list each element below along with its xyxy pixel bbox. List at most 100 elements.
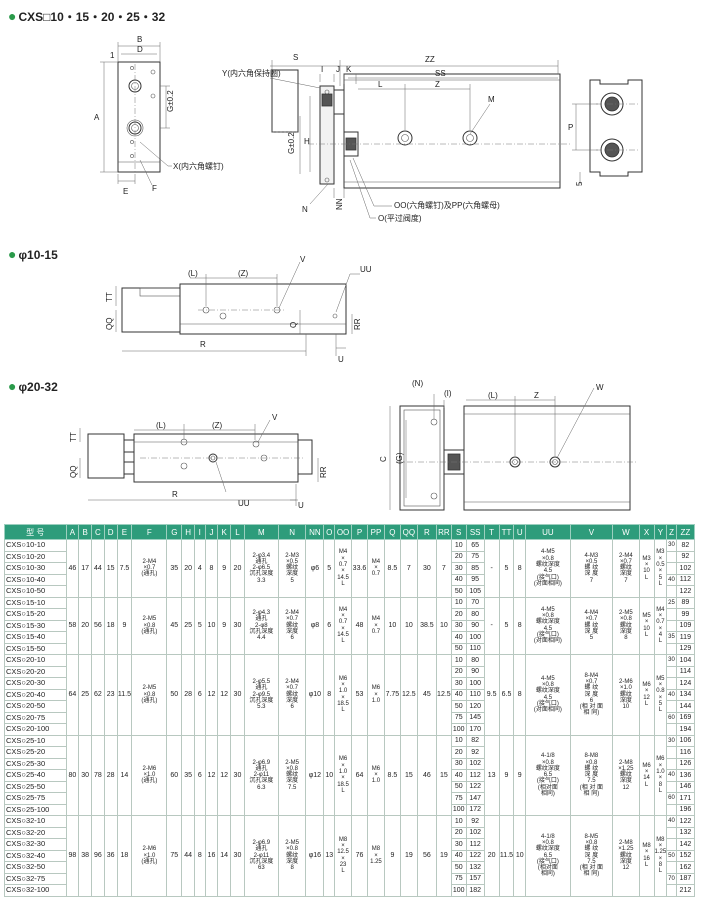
table-cell: 122 xyxy=(675,585,696,598)
table-cell: 11.5 xyxy=(498,815,515,897)
table-cell: 82 xyxy=(675,539,696,552)
table-cell: 6 xyxy=(323,596,336,655)
table-cell: 48 xyxy=(351,596,368,655)
table-cell xyxy=(666,884,677,897)
table-cell: 9.5 xyxy=(483,654,500,736)
table-cell: 10 xyxy=(383,596,401,655)
table-cell xyxy=(666,562,677,575)
table-cell: 30 xyxy=(230,596,245,655)
table-cell: 2-M8 ×1.25 螺纹 深度 12 xyxy=(612,815,640,897)
table-cell: 10 xyxy=(399,596,418,655)
column-header: C xyxy=(91,524,105,540)
dim-label-zz: ZZ xyxy=(425,55,435,64)
dim-label-5: 5 xyxy=(575,181,584,186)
table-cell: 50 xyxy=(450,780,467,793)
table-cell: 56 xyxy=(91,596,105,655)
table-cell: 4-M5 ×0.8 螺纹深度 4.5 (接气口) (对面相同) xyxy=(525,596,571,655)
table-cell: - xyxy=(483,596,500,655)
column-header: SS xyxy=(465,524,485,540)
table-cell: CXS○25-40 xyxy=(4,769,67,782)
dim-label-z: (Z) xyxy=(238,269,249,278)
table-cell: 4-M4 ×0.7 螺 纹 深 度 5 xyxy=(569,596,614,655)
table-cell: 2-M4 ×0.7 螺纹 深度 6 xyxy=(277,596,307,655)
table-cell: M4 × 0.7 × 14.5 L xyxy=(334,596,353,655)
table-cell: 10 xyxy=(204,596,219,655)
dim-label-qq: QQ xyxy=(69,466,78,478)
dim-label-qq: QQ xyxy=(105,318,114,330)
table-cell: 8-M5 ×0.8 螺 纹 深 度 7.5 (相 对 面 相 同) xyxy=(569,815,614,897)
table-cell: 106 xyxy=(675,734,696,747)
table-cell: 134 xyxy=(675,688,696,701)
table-cell: 100 xyxy=(450,803,467,816)
table-cell: 30 xyxy=(450,562,467,575)
table-cell: 64 xyxy=(65,654,80,736)
callout-o: O(平过阀度) xyxy=(378,213,422,223)
callout-oo-pp: OO(六角螺钉)及PP(六角螺母) xyxy=(394,200,500,210)
table-cell: 10 xyxy=(450,596,467,609)
column-header: Q xyxy=(383,524,401,540)
table-cell: CXS○10-50 xyxy=(4,585,67,598)
table-cell: CXS○32-75 xyxy=(4,872,67,885)
dim-label-l: (L) xyxy=(188,269,198,278)
table-cell: 44 xyxy=(181,815,195,897)
table-cell: 56 xyxy=(416,815,437,897)
dim-label-h: H xyxy=(304,137,310,146)
table-cell: 2-M6 ×1.0 (通孔) xyxy=(131,815,168,897)
table-cell: 25 xyxy=(666,596,677,609)
column-header: S xyxy=(450,524,467,540)
table-cell: 2-M6 ×1.0 (通孔) xyxy=(131,734,168,816)
dim-label-b: B xyxy=(137,35,142,44)
callout-uu: UU xyxy=(238,499,250,508)
table-cell: 2-M5 ×0.8 (通孔) xyxy=(131,654,168,736)
table-cell: 136 xyxy=(675,769,696,782)
column-header: 型 号 xyxy=(4,524,67,540)
table-cell: CXS○20-100 xyxy=(4,723,67,736)
table-cell: 122 xyxy=(675,815,696,828)
table-cell: 75 xyxy=(450,711,467,724)
column-header: Z xyxy=(666,524,677,540)
table-cell: 5 xyxy=(193,596,206,655)
table-cell: 50 xyxy=(450,642,467,655)
table-cell: 30 xyxy=(666,539,677,552)
table-cell: 30 xyxy=(450,677,467,690)
column-header: N xyxy=(277,524,307,540)
table-cell: - xyxy=(483,539,500,598)
table-cell: 15 xyxy=(435,734,452,816)
table-cell: 8 xyxy=(193,815,206,897)
table-cell: 17 xyxy=(78,539,93,598)
dim-label-g: G±0.2 xyxy=(166,90,175,112)
table-cell: M6 × 14 L xyxy=(638,734,655,816)
dim-label-1: 1 xyxy=(110,51,115,60)
column-header: X xyxy=(638,524,655,540)
table-cell: M4 × 0.7 xyxy=(366,596,385,655)
table-cell: 45 xyxy=(416,654,437,736)
table-cell: 112 xyxy=(675,573,696,586)
table-cell: 62 xyxy=(91,654,105,736)
table-cell: 132 xyxy=(465,861,485,874)
table-cell: 99 xyxy=(675,608,696,621)
table-cell: 2-φ6.9 通孔 2-φ11 沉孔深度 6.3 xyxy=(243,734,279,816)
column-header: V xyxy=(569,524,614,540)
table-cell: CXS○25-30 xyxy=(4,757,67,770)
table-cell: 14 xyxy=(217,815,232,897)
dim-label-d: D xyxy=(137,45,143,54)
table-cell: M6 × 1.0 × 18.5 L xyxy=(334,734,353,816)
table-cell: 129 xyxy=(675,642,696,655)
table-cell: CXS○25-75 xyxy=(4,792,67,805)
table-cell: 50 xyxy=(166,654,183,736)
table-cell: φ16 xyxy=(305,815,325,897)
table-cell: φ12 xyxy=(305,734,325,816)
